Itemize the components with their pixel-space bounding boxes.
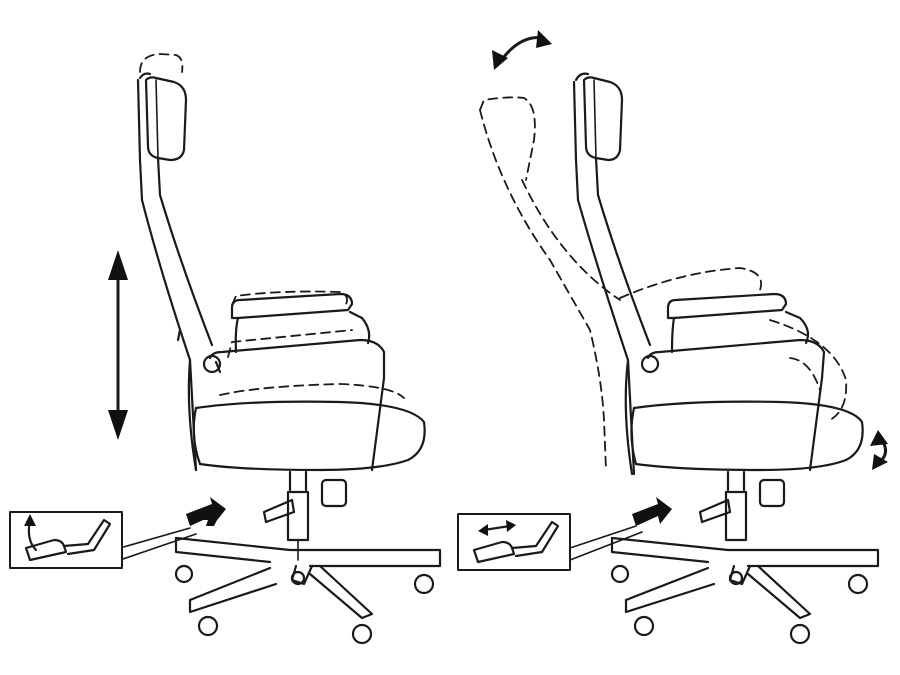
backrest-right — [574, 156, 652, 476]
panel-backrest-tilt — [457, 30, 888, 645]
seat-right — [630, 400, 864, 472]
panel-seat-height — [9, 53, 442, 645]
chair-base — [174, 536, 442, 645]
armrest — [202, 292, 386, 472]
chair-base-right — [610, 536, 880, 645]
headrest-right — [572, 72, 624, 162]
pointer-arrow-right-icon — [632, 497, 672, 526]
pointer-arrow-head — [186, 497, 226, 526]
previous-position-outline — [139, 53, 405, 399]
gas-lift — [262, 470, 348, 561]
gas-lift-right — [698, 470, 786, 542]
reclined-position-outline — [479, 96, 848, 471]
headrest — [136, 72, 188, 162]
armrest-right — [640, 292, 826, 472]
lever-horizontal-icon — [472, 520, 560, 564]
backrest — [138, 156, 214, 472]
rotation-arrow-lower-icon — [870, 430, 888, 470]
lever-pull-up-icon — [24, 514, 112, 562]
lever-callout-backrest-tilt — [457, 513, 643, 571]
rotation-arrow-icon — [492, 30, 552, 70]
seat — [192, 400, 426, 472]
vertical-double-arrow-icon — [108, 250, 128, 440]
lever-callout-seat-height — [9, 511, 197, 569]
